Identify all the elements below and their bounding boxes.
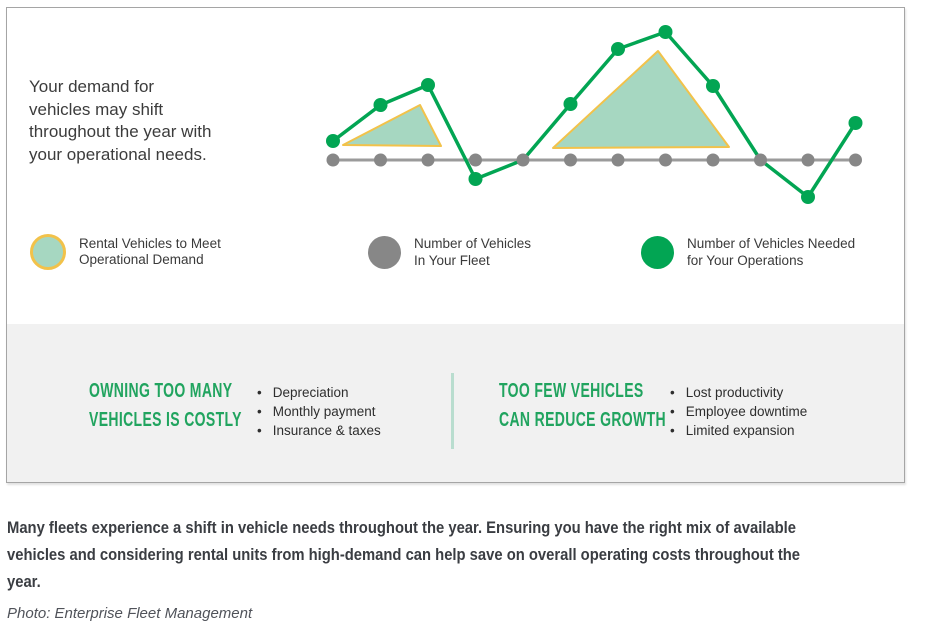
legend-item-rental: Rental Vehicles to Meet Operational Dema… [30, 234, 221, 270]
infographic-panel: Your demand for vehicles may shift throu… [6, 7, 905, 483]
intro-text: Your demand for vehicles may shift throu… [29, 77, 212, 164]
figure-caption: Many fleets experience a shift in vehicl… [7, 518, 801, 591]
owning-bullet-list: Depreciation Monthly payment Insurance &… [257, 383, 381, 440]
owning-heading: OWNING TOO MANY VEHICLES IS COSTLY [89, 380, 242, 431]
too-few-bullet-list: Lost productivity Employee downtime Limi… [670, 383, 808, 440]
photo-credit: Photo: Enterprise Fleet Management [7, 605, 253, 622]
bullet-item: Monthly payment [257, 402, 381, 421]
legend-label-needed: Number of Vehicles Needed for Your Opera… [687, 236, 856, 268]
band-divider [451, 373, 454, 449]
bullet-item: Limited expansion [670, 421, 807, 440]
bullet-item: Depreciation [257, 383, 381, 402]
fleet-swatch-icon [368, 236, 401, 269]
legend-item-fleet: Number of Vehicles In Your Fleet [368, 236, 531, 269]
needed-swatch-icon [641, 236, 674, 269]
too-few-heading: TOO FEW VEHICLES CAN REDUCE GROWTH [499, 380, 666, 431]
demand-chart-svg [326, 25, 863, 204]
legend-item-needed: Number of Vehicles Needed for Your Opera… [641, 236, 855, 269]
legend-label-fleet: Number of Vehicles In Your Fleet [414, 236, 532, 268]
rental-swatch-icon [30, 234, 66, 270]
bullet-item: Lost productivity [670, 383, 807, 402]
legend-label-rental: Rental Vehicles to Meet Operational Dema… [79, 235, 221, 268]
bullet-item: Insurance & taxes [257, 421, 381, 440]
bullet-item: Employee downtime [670, 402, 808, 421]
cost-benefit-band: OWNING TOO MANY VEHICLES IS COSTLY Depre… [7, 324, 904, 482]
